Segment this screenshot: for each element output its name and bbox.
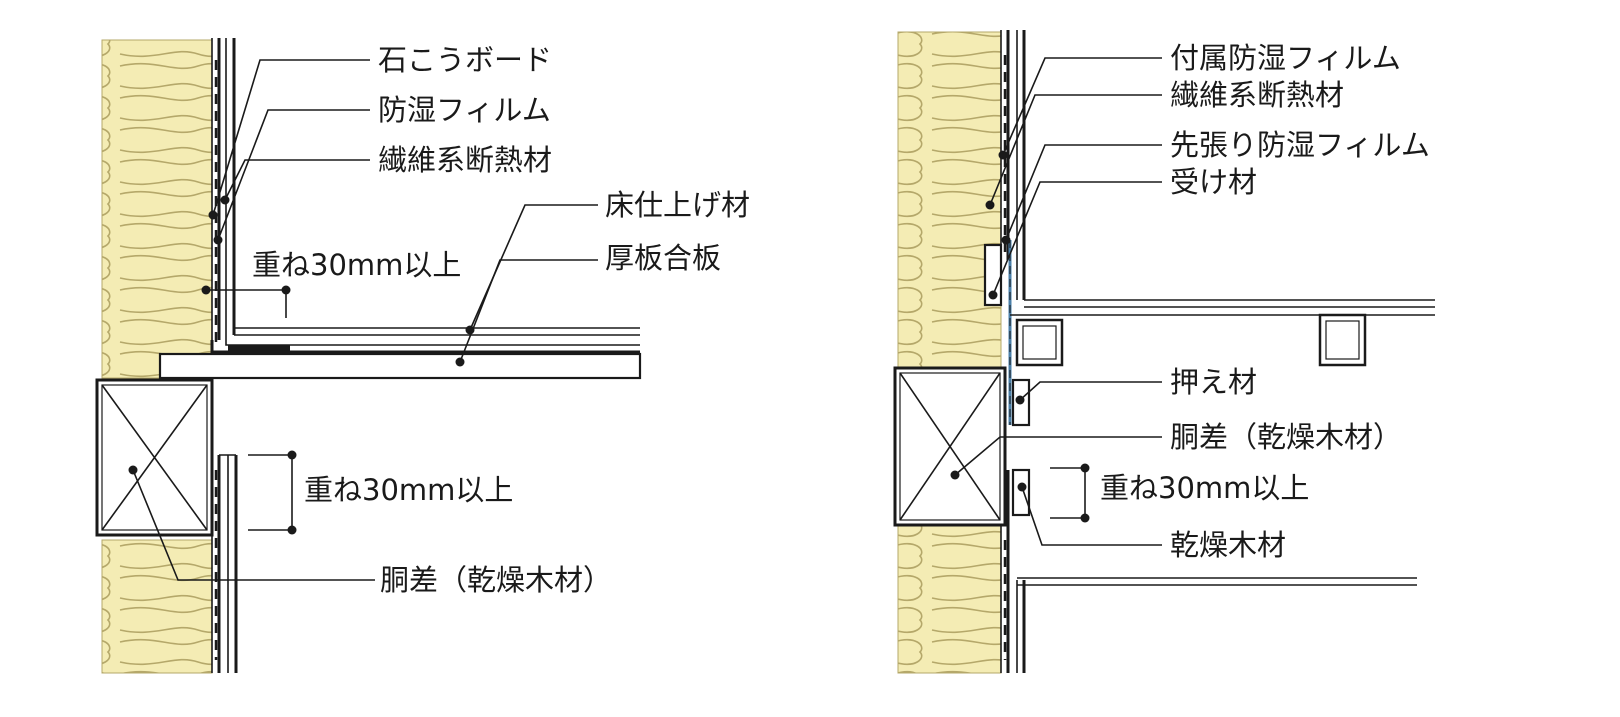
right-insulation-lower [897, 524, 1002, 674]
label-overlap-upper: 重ね30mm以上 [252, 248, 461, 282]
label-overlap-lower: 重ね30mm以上 [304, 473, 513, 507]
label-thick-plywood: 厚板合板 [605, 241, 721, 275]
label-floor-finish: 床仕上げ材 [605, 188, 750, 222]
label-receiving-member: 受け材 [1170, 165, 1257, 199]
left-leaders [128, 59, 598, 581]
label-dry-lumber: 乾燥木材 [1170, 528, 1286, 562]
label-pre-applied-film: 先張り防湿フィルム [1170, 128, 1430, 162]
leader-dot-marker [208, 210, 218, 220]
leader-dot-marker [128, 465, 138, 475]
left-film-overlap-strip [228, 345, 290, 351]
left-upper-wall-layers [211, 38, 236, 352]
leader-dot-marker [213, 235, 223, 245]
label-fiber-insulation-right: 繊維系断熱材 [1170, 78, 1344, 112]
right-floor-joist-right [1318, 313, 1367, 367]
label-girth-beam: 胴差（乾燥木材） [380, 563, 612, 597]
right-insulation-upper [897, 31, 1002, 369]
label-vapor-film: 防湿フィルム [378, 93, 551, 127]
label-gypsum-board: 石こうボード [378, 43, 552, 77]
leader-dot-marker [220, 195, 230, 205]
right-dry-lumber [1011, 468, 1031, 517]
label-girth-beam-right: 胴差（乾燥木材） [1170, 420, 1402, 454]
right-lower-wall-layers [1000, 470, 1026, 673]
left-girth-beam [95, 378, 214, 537]
label-attached-film: 付属防湿フィルム [1170, 41, 1401, 75]
right-girth-beam [893, 366, 1007, 527]
label-fiber-insulation: 繊維系断熱材 [378, 143, 552, 177]
left-detail: 石こうボード 防湿フィルム 繊維系断熱材 床仕上げ材 厚板合板 重ね30mm以上… [95, 38, 750, 674]
right-leaders [950, 57, 1162, 546]
right-upper-wall-layers [1000, 30, 1026, 305]
right-floor-joist-left [1015, 318, 1064, 367]
left-insulation-upper [101, 39, 213, 379]
label-holding-member: 押え材 [1170, 365, 1257, 399]
label-overlap-right: 重ね30mm以上 [1100, 471, 1309, 505]
left-lower-wall-layers [211, 454, 238, 673]
left-insulation-lower [101, 539, 213, 674]
leader-dot-marker [455, 357, 465, 367]
left-thick-plywood [158, 352, 642, 380]
right-detail: 付属防湿フィルム 繊維系断熱材 先張り防湿フィルム 受け材 押え材 胴差（乾燥木… [893, 30, 1435, 674]
